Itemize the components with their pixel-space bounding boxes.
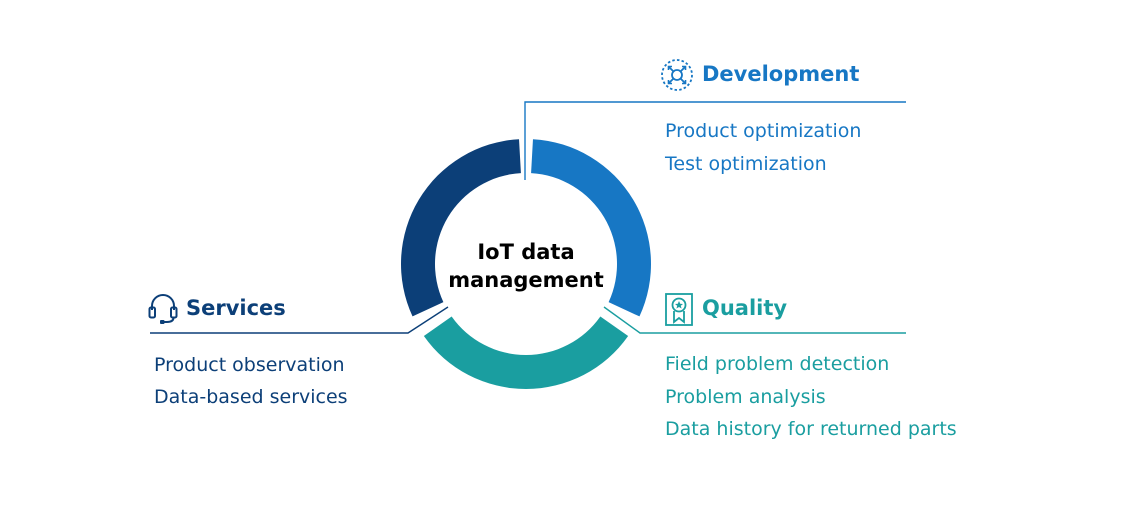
headset-icon <box>148 294 178 324</box>
development-item-test-optimization: Test optimization <box>665 153 827 175</box>
quality-title: Quality <box>702 296 788 320</box>
quality-item-data-history: Data history for returned parts <box>665 418 957 440</box>
development-ring-segment <box>531 139 651 317</box>
services-ring-segment <box>401 139 521 317</box>
quality-connector-line <box>603 306 906 334</box>
quality-ring-segment <box>423 316 629 389</box>
center-title-line1: IoT data <box>477 240 575 264</box>
quality-badge-icon <box>665 293 693 326</box>
development-item-product-optimization: Product optimization <box>665 120 862 142</box>
services-item-data-based-services: Data-based services <box>154 386 348 408</box>
center-title-line2: management <box>448 268 604 292</box>
development-title: Development <box>702 62 860 86</box>
development-icon <box>661 59 693 91</box>
development-connector-line <box>524 101 906 180</box>
services-connector-line <box>150 306 449 334</box>
quality-item-problem-analysis: Problem analysis <box>665 386 826 408</box>
center-title: IoT data management <box>426 238 626 294</box>
services-item-product-observation: Product observation <box>154 354 345 376</box>
quality-item-field-problem-detection: Field problem detection <box>665 353 890 375</box>
services-title: Services <box>186 296 286 320</box>
